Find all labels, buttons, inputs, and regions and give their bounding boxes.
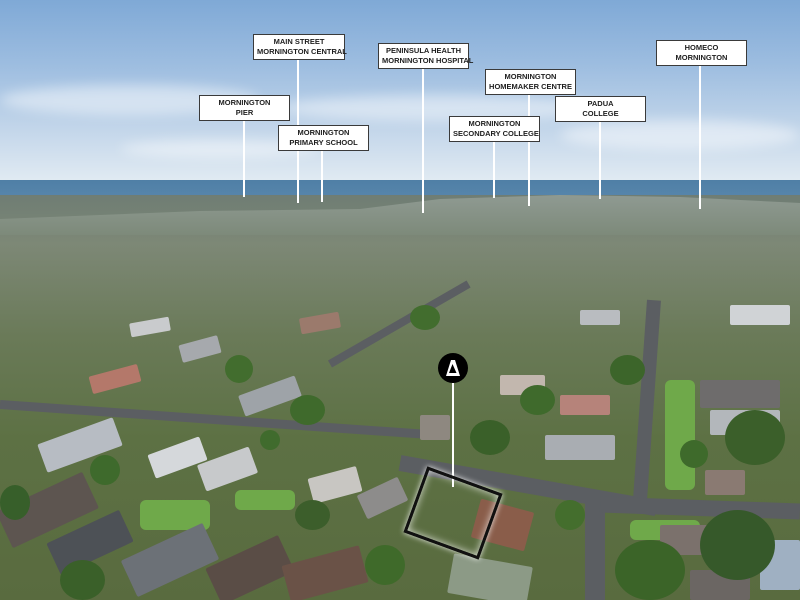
hospital-leader-line — [422, 65, 424, 213]
house-roof — [545, 435, 615, 460]
label-homemaker-centre: MORNINGTON HOMEMAKER CENTRE — [485, 69, 576, 95]
tree — [700, 510, 775, 580]
label-line2: MORNINGTON CENTRAL — [257, 47, 347, 56]
house-roof — [705, 470, 745, 495]
label-line2: SECONDARY COLLEGE — [453, 129, 539, 138]
label-line1: MORNINGTON — [468, 119, 521, 128]
sky — [0, 0, 800, 185]
label-line1: HOMECO — [684, 43, 719, 52]
label-line2: MORNINGTON HOSPITAL — [382, 56, 474, 65]
tree — [60, 560, 105, 600]
house-roof — [420, 415, 450, 440]
property-marker-line — [452, 383, 454, 487]
tree — [90, 455, 120, 485]
label-line1: MORNINGTON — [504, 72, 557, 81]
tree — [365, 545, 405, 585]
tree — [680, 440, 708, 468]
tree — [725, 410, 785, 465]
cloud — [280, 95, 600, 121]
padua-leader-line — [599, 117, 601, 199]
label-hospital: PENINSULA HEALTH MORNINGTON HOSPITAL — [378, 43, 474, 69]
label-line2: HOMEMAKER CENTRE — [489, 82, 572, 91]
pier-leader-line — [243, 117, 245, 197]
property-marker — [438, 353, 468, 383]
label-line2: MORNINGTON — [675, 53, 728, 62]
tree — [410, 305, 440, 330]
house-roof — [700, 380, 780, 408]
tree — [225, 355, 253, 383]
tree — [555, 500, 585, 530]
cloud — [560, 120, 800, 150]
label-line2: PRIMARY SCHOOL — [289, 138, 358, 147]
secondary-college-leader-line — [493, 138, 495, 198]
road — [585, 495, 605, 600]
label-mornington-pier: MORNINGTON PIER — [199, 95, 290, 121]
tree — [260, 430, 280, 450]
label-line2: PIER — [235, 108, 254, 117]
house-roof — [560, 395, 610, 415]
cloud — [120, 140, 320, 158]
label-primary-school: MORNINGTON PRIMARY SCHOOL — [278, 125, 369, 151]
house-roof — [580, 310, 620, 325]
label-line2: COLLEGE — [582, 109, 619, 118]
tree — [520, 385, 555, 415]
homemaker-centre-leader-line — [528, 91, 530, 206]
tree — [610, 355, 645, 385]
label-secondary-college: MORNINGTON SECONDARY COLLEGE — [449, 116, 540, 142]
agency-logo-a-icon — [446, 360, 460, 376]
label-line1: MORNINGTON — [218, 98, 271, 107]
tree — [615, 540, 685, 600]
tree — [290, 395, 325, 425]
label-line1: MORNINGTON — [297, 128, 350, 137]
label-homeco: HOMECO MORNINGTON — [656, 40, 747, 66]
house-roof — [730, 305, 790, 325]
primary-school-leader-line — [321, 147, 323, 202]
tree — [295, 500, 330, 530]
lawn — [235, 490, 295, 510]
label-line1: PENINSULA HEALTH — [386, 46, 461, 55]
tree — [470, 420, 510, 455]
label-main-street: MAIN STREET MORNINGTON CENTRAL — [253, 34, 347, 60]
label-line1: PADUA — [587, 99, 614, 108]
lawn — [665, 380, 695, 490]
label-line1: MAIN STREET — [273, 37, 325, 46]
homeco-leader-line — [699, 61, 701, 209]
label-padua-college: PADUA COLLEGE — [555, 96, 646, 122]
tree — [0, 485, 30, 520]
